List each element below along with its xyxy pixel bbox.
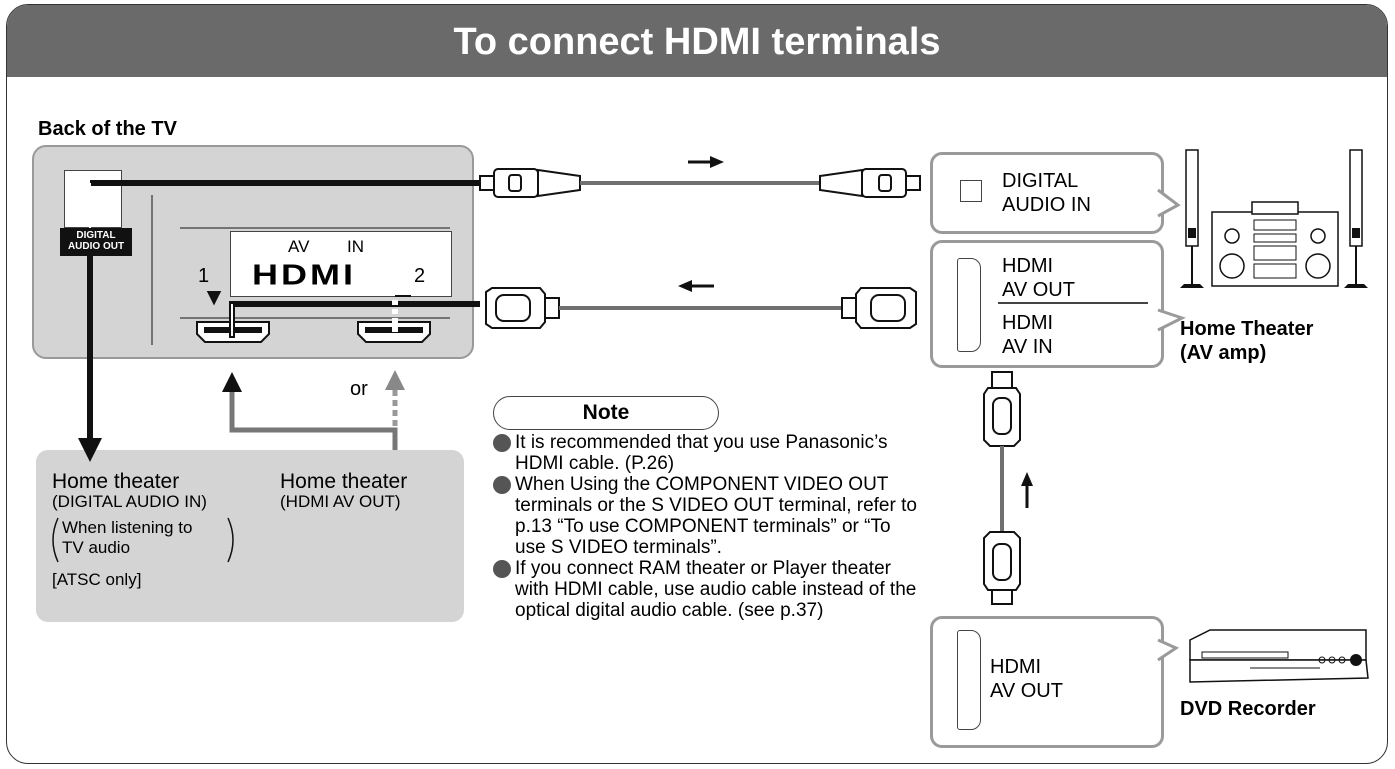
optical-in-port <box>960 180 982 202</box>
dvd-recorder-icon <box>1189 629 1369 683</box>
triangle-down-icon <box>206 291 222 306</box>
dvd-hdmi-box <box>930 616 1164 748</box>
optical-plug-left-icon <box>479 168 581 198</box>
arrow-right-icon <box>688 156 724 168</box>
left-home-theater-sub: (DIGITAL AUDIO IN) <box>52 492 207 511</box>
hdmi-plug-top-icon <box>983 371 1021 447</box>
dvd-hdmi-av-out-line1: HDMI <box>990 656 1042 678</box>
callout-pointer <box>1157 308 1186 332</box>
hdmi-label-box <box>230 231 452 297</box>
hdmi-port-home-theater <box>957 258 981 352</box>
note-heading: Note <box>493 396 719 430</box>
hdmi-av-out-line2: AV OUT <box>1002 279 1075 301</box>
speaker-left-icon <box>1180 149 1204 288</box>
left-note-line1: When listening to <box>62 518 193 537</box>
tv-heading: Back of the TV <box>38 118 177 140</box>
in-label: IN <box>347 237 364 256</box>
hdmi-logo: HDMI <box>252 258 356 291</box>
digital-audio-in-line1: DIGITAL <box>1002 170 1079 192</box>
home-theater-label-line2: (AV amp) <box>1180 342 1267 364</box>
divider <box>998 302 1148 304</box>
dvd-recorder-label: DVD Recorder <box>1180 698 1316 720</box>
hdmi-av-in-line1: HDMI <box>1002 312 1054 334</box>
hdmi-av-box <box>930 240 1164 368</box>
connection-options-panel <box>36 450 464 622</box>
right-home-theater-sub: (HDMI AV OUT) <box>280 492 401 511</box>
arrow-down-icon <box>78 438 102 462</box>
hdmi-plug-left-icon <box>485 287 560 329</box>
hdmi-return-line <box>229 392 398 450</box>
digital-audio-out-tag: DIGITAL AUDIO OUT <box>60 228 132 256</box>
home-theater-label-line1: Home Theater <box>1180 318 1314 340</box>
optical-plug-right-icon <box>819 168 921 198</box>
or-label: or <box>350 378 368 400</box>
note-item-text: It is recommended that you use Panasonic… <box>515 432 888 474</box>
arrow-up-icon <box>222 372 242 392</box>
bullet-icon <box>493 560 511 578</box>
atsc-only: [ATSC only] <box>52 570 142 589</box>
callout-pointer <box>1157 638 1180 662</box>
note-list: It is recommended that you use Panasonic… <box>493 432 923 621</box>
note-item-text: If you connect RAM theater or Player the… <box>515 558 917 621</box>
speaker-right-icon <box>1344 149 1368 288</box>
port-2-label: 2 <box>414 265 426 287</box>
bullet-icon <box>493 476 511 494</box>
right-home-theater-title: Home theater <box>280 470 408 493</box>
note-item: When Using the COMPONENT VIDEO OUT termi… <box>493 474 923 558</box>
dvd-hdmi-av-out-line2: AV OUT <box>990 680 1063 702</box>
left-note-line2: TV audio <box>62 538 131 557</box>
hdmi-port-dvd <box>957 630 981 730</box>
hdmi-av-in-line2: AV IN <box>1002 336 1053 358</box>
hdmi-av-out-line1: HDMI <box>1002 255 1054 277</box>
note-item: It is recommended that you use Panasonic… <box>493 432 923 474</box>
note-item-text: When Using the COMPONENT VIDEO OUT termi… <box>515 474 917 558</box>
arrow-up-icon <box>385 370 405 390</box>
stereo-system-icon <box>1211 201 1339 287</box>
hdmi-plug-right-icon <box>841 287 917 329</box>
port-1-label: 1 <box>198 265 210 287</box>
left-home-theater-title: Home theater <box>52 470 180 493</box>
paren-right <box>227 517 234 563</box>
callout-pointer <box>1157 188 1181 218</box>
paren-left <box>52 517 59 563</box>
arrow-left-icon <box>678 280 714 292</box>
av-label: AV <box>288 237 310 256</box>
digital-audio-in-line2: AUDIO IN <box>1002 194 1091 216</box>
hdmi-plug-bottom-icon <box>983 531 1021 605</box>
optical-out-port <box>64 170 122 228</box>
digital-audio-in-box <box>930 152 1164 234</box>
bullet-icon <box>493 434 511 452</box>
arrow-up-icon <box>1021 472 1033 508</box>
page-title: To connect HDMI terminals <box>7 5 1387 77</box>
note-item: If you connect RAM theater or Player the… <box>493 558 923 621</box>
